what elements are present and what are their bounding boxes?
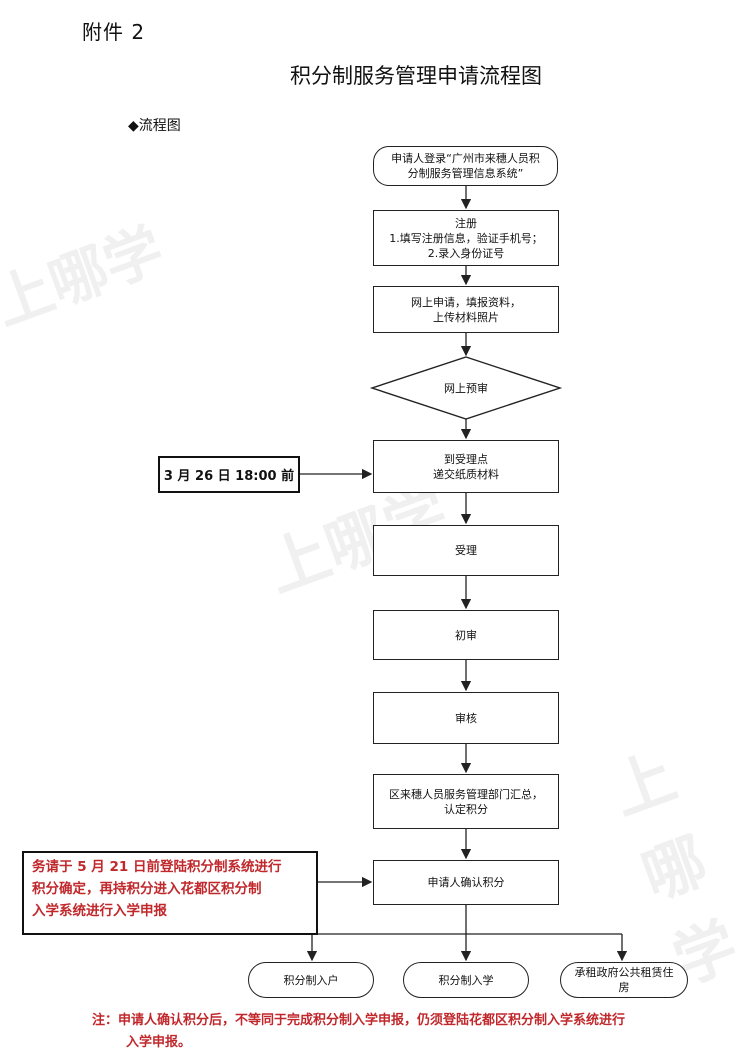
annex-label: 附件 2 — [82, 20, 146, 44]
reminder-note: 务请于 5 月 21 日前登陆积分制系统进行 积分确定，再持积分进入花都区积分制… — [22, 851, 318, 935]
page-title: 积分制服务管理申请流程图 — [290, 64, 542, 88]
section-label: ◆流程图 — [128, 118, 181, 134]
deadline-note: 3 月 26 日 18:00 前 — [158, 456, 300, 493]
step-first-review: 初审 — [373, 610, 559, 660]
step-register: 注册 1.填写注册信息，验证手机号； 2.录入身份证号 — [373, 210, 559, 266]
footnote: 注：申请人确认积分后，不等同于完成积分制入学申报，仍须登陆花都区积分制入学系统进… — [92, 1013, 626, 1050]
step-login: 申请人登录“广州市来穗人员积 分制服务管理信息系统” — [373, 146, 558, 186]
step-summary: 区来穗人员服务管理部门汇总， 认定积分 — [373, 774, 559, 829]
outcome-household: 积分制入户 — [248, 962, 374, 998]
step-online-apply: 网上申请，填报资料， 上传材料照片 — [373, 286, 559, 333]
step-audit: 审核 — [373, 692, 559, 744]
step-pre-review: 网上预审 — [444, 382, 488, 395]
step-confirm-points: 申请人确认积分 — [373, 860, 559, 905]
step-submit-materials: 到受理点 递交纸质材料 — [373, 440, 559, 493]
step-accept: 受理 — [373, 525, 559, 576]
outcome-housing: 承租政府公共租赁住 房 — [560, 962, 688, 998]
outcome-school: 积分制入学 — [403, 962, 529, 998]
